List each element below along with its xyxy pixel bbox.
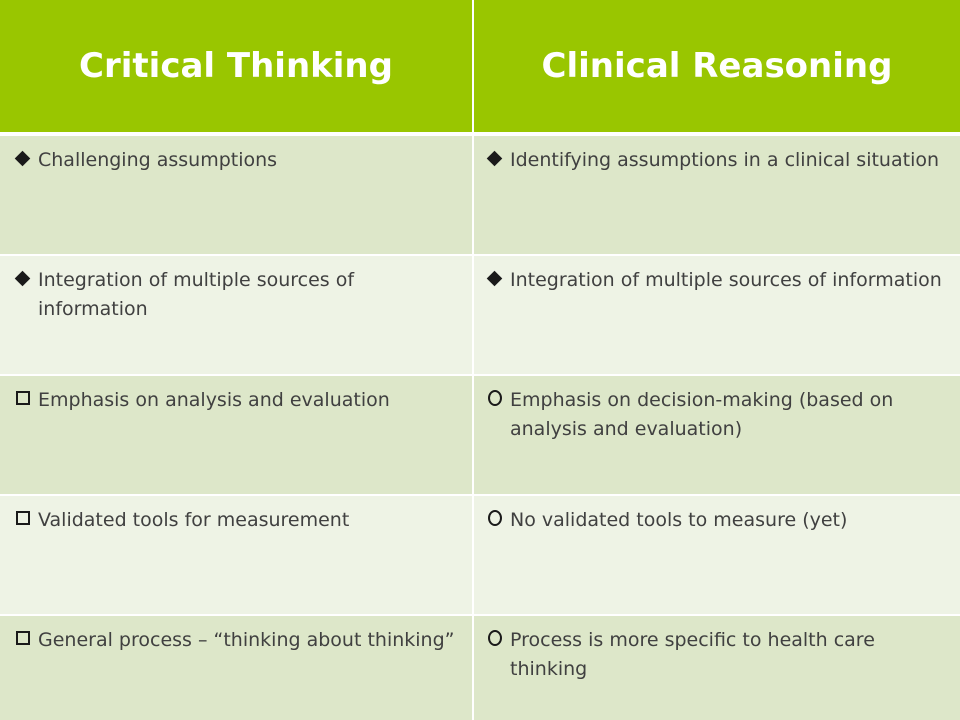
cell-clinical-reasoning: Identifying assumptions in a clinical si… — [473, 134, 960, 256]
list-item: Integration of multiple sources of infor… — [486, 266, 948, 295]
square-icon — [14, 386, 38, 415]
header-critical-thinking: Critical Thinking — [0, 0, 474, 136]
item-text: General process – “thinking about thinki… — [38, 629, 455, 651]
list-item: Emphasis on decision-making (based on an… — [486, 386, 948, 444]
list-item: Emphasis on analysis and evaluation — [14, 386, 460, 415]
list-item: Validated tools for measurement — [14, 506, 460, 535]
list-item: Process is more specific to health care … — [486, 626, 948, 684]
list-item: Integration of multiple sources of infor… — [14, 266, 460, 324]
list-item: Identifying assumptions in a clinical si… — [486, 146, 948, 175]
cell-critical-thinking: General process – “thinking about thinki… — [0, 615, 474, 720]
table-row: Challenging assumptions Identifying assu… — [0, 134, 960, 256]
table-row: Integration of multiple sources of infor… — [0, 255, 960, 376]
diamond-icon — [486, 146, 510, 175]
cell-critical-thinking: Validated tools for measurement — [0, 495, 474, 616]
item-text: Validated tools for measurement — [38, 509, 350, 531]
item-text: Process is more specific to health care … — [510, 629, 875, 680]
list-item: No validated tools to measure (yet) — [486, 506, 948, 535]
table-row: General process – “thinking about thinki… — [0, 615, 960, 720]
item-text: Integration of multiple sources of infor… — [38, 269, 355, 320]
list-item: General process – “thinking about thinki… — [14, 626, 460, 655]
ring-icon — [486, 506, 510, 535]
table-header-row: Critical Thinking Clinical Reasoning — [0, 0, 960, 136]
diamond-icon — [486, 266, 510, 295]
cell-critical-thinking: Challenging assumptions — [0, 134, 474, 256]
item-text: No validated tools to measure (yet) — [510, 509, 848, 531]
ring-icon — [486, 626, 510, 655]
item-text: Emphasis on decision-making (based on an… — [510, 389, 894, 440]
cell-clinical-reasoning: Integration of multiple sources of infor… — [473, 255, 960, 376]
ring-icon — [486, 386, 510, 415]
table-row: Validated tools for measurement No valid… — [0, 495, 960, 616]
cell-clinical-reasoning: Process is more specific to health care … — [473, 615, 960, 720]
cell-critical-thinking: Integration of multiple sources of infor… — [0, 255, 474, 376]
square-icon — [14, 506, 38, 535]
header-clinical-reasoning: Clinical Reasoning — [473, 0, 960, 136]
item-text: Identifying assumptions in a clinical si… — [510, 149, 940, 171]
cell-critical-thinking: Emphasis on analysis and evaluation — [0, 375, 474, 496]
diamond-icon — [14, 146, 38, 175]
item-text: Challenging assumptions — [38, 149, 278, 171]
item-text: Emphasis on analysis and evaluation — [38, 389, 390, 411]
item-text: Integration of multiple sources of infor… — [510, 269, 942, 291]
diamond-icon — [14, 266, 38, 295]
cell-clinical-reasoning: Emphasis on decision-making (based on an… — [473, 375, 960, 496]
table-row: Emphasis on analysis and evaluation Emph… — [0, 375, 960, 496]
list-item: Challenging assumptions — [14, 146, 460, 175]
cell-clinical-reasoning: No validated tools to measure (yet) — [473, 495, 960, 616]
square-icon — [14, 626, 38, 655]
